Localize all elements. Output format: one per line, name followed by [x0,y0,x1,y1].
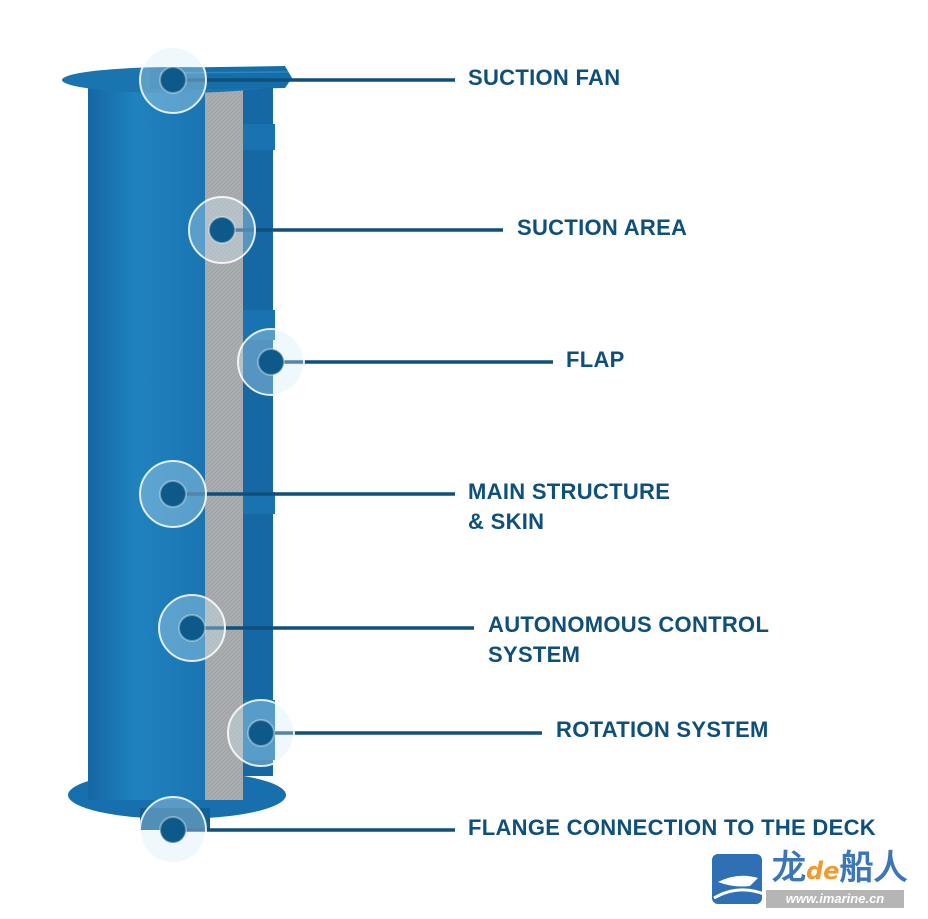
label-rotation-system: ROTATION SYSTEM [556,717,769,742]
label-suction-area: SUCTION AREA [517,215,688,240]
label-flap: FLAP [566,347,625,372]
callout-dot [159,480,187,508]
label-flange-connection: FLANGE CONNECTION TO THE DECK [468,815,876,840]
callout-dot [257,348,285,376]
flap-bracket [243,492,275,514]
label-line2: & SKIN [468,509,545,534]
label-line1: AUTONOMOUS CONTROL [488,612,770,637]
flap-bracket [243,124,275,150]
callout-dot [178,614,206,642]
callout-dot [247,719,275,747]
label-line1: MAIN STRUCTURE [468,479,671,504]
watermark-url: www.imarine.cn [766,890,904,908]
label-main-structure: MAIN STRUCTURE & SKIN [468,479,670,535]
flap-bracket [243,310,275,340]
callout-dot [159,66,187,94]
callout-dot [208,216,236,244]
label-line2: SYSTEM [488,642,581,667]
label-autonomous-control: AUTONOMOUS CONTROL SYSTEM [488,612,769,668]
cylinder-body [88,80,208,800]
watermark-logo: 龙de船人 www.imarine.cn [710,850,910,910]
label-suction-fan: SUCTION FAN [468,65,621,90]
suction-mesh [205,84,243,800]
callout-dot [159,816,187,844]
cylinder-side [243,86,273,776]
ship-logo-icon [712,854,765,904]
watermark-brand: 龙de船人 [772,848,908,888]
